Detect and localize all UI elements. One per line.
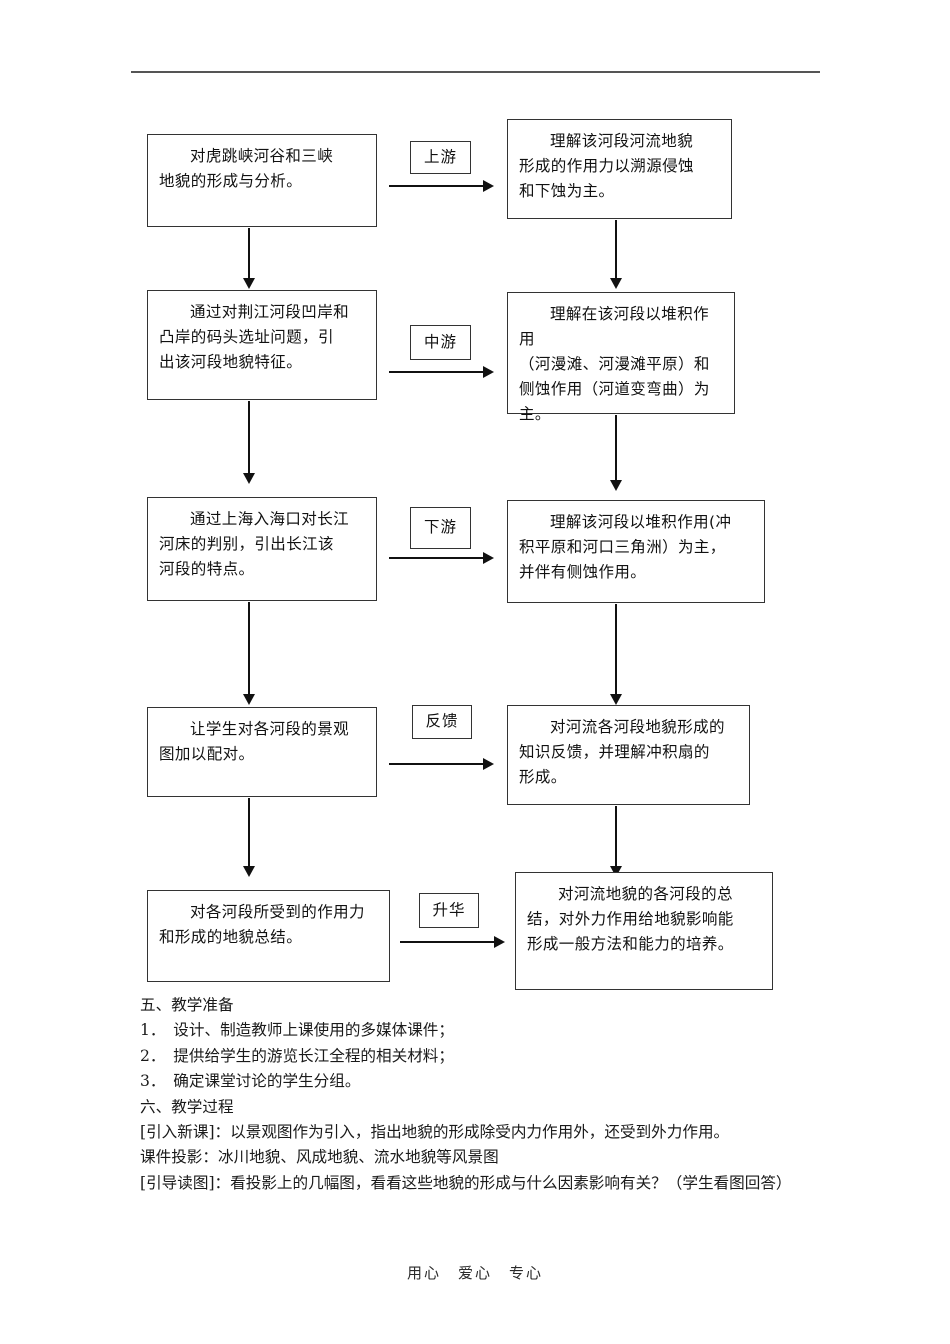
flow-chip-sublimation: 升华 (419, 893, 479, 928)
flow-connector-right-1-2-head (610, 278, 622, 289)
flow-arrow-line-row1 (389, 185, 483, 187)
flow-chip-midstream-label: 中游 (423, 332, 457, 351)
flow-node-right-3-line-2: 积平原和河口三角洲）为主， (519, 538, 726, 557)
flow-arrow-line-row3 (389, 557, 483, 559)
flow-connector-right-1-2 (615, 220, 617, 282)
flow-connector-left-1-2 (248, 228, 250, 281)
flow-node-left-4-line-2: 图加以配对。 (159, 745, 255, 764)
flow-node-left-2: 通过对荆江河段凹岸和 凸岸的码头选址问题，引 出该河段地貌特征。 (147, 290, 377, 400)
flow-connector-right-3-4 (615, 604, 617, 699)
header-divider-rule (131, 71, 820, 73)
flow-node-left-2-line-3: 出该河段地貌特征。 (159, 353, 303, 372)
flow-connector-right-4-5-head (610, 866, 622, 877)
flow-connector-left-2-3 (248, 401, 250, 476)
flow-connector-right-2-3-head (610, 480, 622, 491)
prep-item-1: 1． 设计、制造教师上课使用的多媒体课件； (140, 1021, 454, 1040)
flow-node-left-3-line-1: 通过上海入海口对长江 (190, 510, 350, 528)
flow-chip-feedback: 反馈 (412, 705, 472, 739)
flow-node-right-5-line-3: 形成一般方法和能力的培养。 (527, 935, 734, 954)
flow-node-right-3: 理解该河段以堆积作用(冲 积平原和河口三角洲）为主， 并伴有侧蚀作用。 (507, 500, 765, 603)
flow-node-right-5: 对河流地貌的各河段的总 结，对外力作用给地貌影响能 形成一般方法和能力的培养。 (515, 872, 773, 990)
flow-node-left-3: 通过上海入海口对长江 河床的判别，引出长江该 河段的特点。 (147, 497, 377, 601)
flow-node-right-5-line-2: 结，对外力作用给地貌影响能 (527, 910, 734, 929)
flow-node-right-1-line-3: 和下蚀为主。 (519, 182, 615, 201)
flow-node-right-1-line-1: 理解该河段河流地貌 (550, 132, 694, 150)
flow-node-right-5-line-1: 对河流地貌的各河段的总 (558, 885, 733, 903)
flow-connector-left-2-3-head (243, 473, 255, 484)
flow-node-left-1-line-2: 地貌的形成与分析。 (159, 172, 303, 191)
flow-node-right-3-line-3: 并伴有侧蚀作用。 (519, 563, 647, 582)
flow-arrow-line-row4 (389, 763, 483, 765)
flow-node-right-2-line-2: （河漫滩、河漫滩平原）和 (519, 355, 710, 374)
flow-connector-left-4-5 (248, 798, 250, 870)
flow-node-left-1-line-1: 对虎跳峡河谷和三峡 (190, 147, 334, 165)
flow-connector-left-1-2-head (243, 278, 255, 289)
flow-node-left-2-line-1: 通过对荆江河段凹岸和 (190, 303, 350, 321)
flow-chip-downstream-label: 下游 (423, 518, 457, 537)
flow-connector-right-2-3 (615, 415, 617, 483)
section-heading-six: 六、教学过程 (140, 1097, 234, 1116)
page-footer: 用心 爱心 专心 (0, 1262, 950, 1283)
process-paragraph-2: 课件投影：冰川地貌、风成地貌、流水地貌等风景图 (140, 1148, 499, 1167)
flow-node-right-3-line-1: 理解该河段以堆积作用(冲 (550, 513, 732, 531)
flow-arrow-head-row5 (494, 936, 505, 948)
flow-chip-sublimation-label: 升华 (432, 900, 466, 919)
flow-node-right-4-line-2: 知识反馈，并理解冲积扇的 (519, 743, 710, 762)
prep-item-2: 2． 提供给学生的游览长江全程的相关材料； (140, 1046, 454, 1065)
flow-chip-downstream: 下游 (410, 507, 471, 549)
flow-node-left-3-line-2: 河床的判别，引出长江该 (159, 535, 334, 554)
flow-arrow-line-row5 (400, 941, 494, 943)
flow-node-right-4-line-1: 对河流各河段地貌形成的 (550, 718, 725, 736)
flow-chip-upstream: 上游 (410, 141, 471, 174)
flow-connector-right-4-5 (615, 806, 617, 872)
flow-node-left-4-line-1: 让学生对各河段的景观 (190, 720, 350, 738)
page-footer-text: 用心 爱心 专心 (406, 1264, 543, 1282)
teaching-flowchart: 对虎跳峡河谷和三峡 地貌的形成与分析。 上游 理解该河段河流地貌 形成的作用力以… (147, 119, 773, 990)
flow-arrow-line-row2 (389, 371, 483, 373)
flow-connector-left-3-4-head (243, 694, 255, 705)
process-paragraph-3: [引导读图]：看投影上的几幅图，看看这些地貌的形成与什么因素影响有关？（学生看图… (140, 1173, 792, 1192)
flow-node-right-4: 对河流各河段地貌形成的 知识反馈，并理解冲积扇的 形成。 (507, 705, 750, 805)
process-paragraph-1: [引入新课]：以景观图作为引入，指出地貌的形成除受内力作用外，还受到外力作用。 (140, 1123, 730, 1142)
flow-node-left-5-line-1: 对各河段所受到的作用力 (190, 903, 365, 921)
flow-connector-left-3-4 (248, 602, 250, 700)
flow-arrow-head-row2 (483, 366, 494, 378)
flow-arrow-head-row1 (483, 180, 494, 192)
flow-node-right-1-line-2: 形成的作用力以溯源侵蚀 (519, 157, 694, 176)
flow-node-left-4: 让学生对各河段的景观 图加以配对。 (147, 707, 377, 797)
flow-node-left-1: 对虎跳峡河谷和三峡 地貌的形成与分析。 (147, 134, 377, 227)
prep-item-3: 3． 确定课堂讨论的学生分组。 (140, 1072, 361, 1091)
flow-arrow-head-row4 (483, 758, 494, 770)
flow-node-left-5-line-2: 和形成的地貌总结。 (159, 928, 303, 947)
lesson-plan-body: 五、教学准备 1． 设计、制造教师上课使用的多媒体课件； 2． 提供给学生的游览… (140, 993, 830, 1196)
section-heading-five: 五、教学准备 (140, 996, 234, 1014)
flow-node-right-4-line-3: 形成。 (519, 768, 567, 787)
flow-node-left-5: 对各河段所受到的作用力 和形成的地貌总结。 (147, 890, 390, 982)
flow-connector-left-4-5-head (243, 866, 255, 877)
flow-node-right-2: 理解在该河段以堆积作用 （河漫滩、河漫滩平原）和 侧蚀作用（河道变弯曲）为 主。 (507, 292, 735, 423)
flow-node-left-3-line-3: 河段的特点。 (159, 560, 255, 579)
flow-chip-feedback-label: 反馈 (425, 712, 459, 731)
flow-chip-upstream-label: 上游 (423, 147, 457, 166)
flow-arrow-head-row3 (483, 552, 494, 564)
flow-node-right-2-line-3: 侧蚀作用（河道变弯曲）为 (519, 380, 710, 399)
flow-node-right-2-line-1: 理解在该河段以堆积作用 (519, 305, 710, 349)
flow-node-right-1: 理解该河段河流地貌 形成的作用力以溯源侵蚀 和下蚀为主。 (507, 119, 732, 219)
flow-node-left-2-line-2: 凸岸的码头选址问题，引 (159, 328, 334, 347)
flow-chip-midstream: 中游 (410, 325, 471, 360)
flow-node-right-2-line-4: 主。 (519, 405, 551, 424)
flow-connector-right-3-4-head (610, 694, 622, 705)
